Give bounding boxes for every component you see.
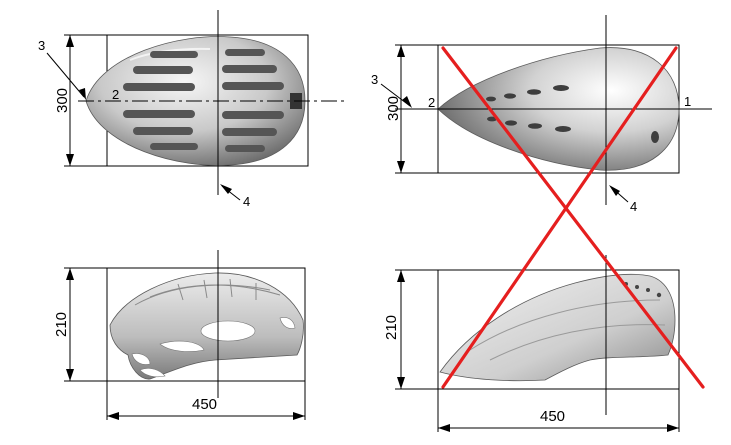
view-frame [106,267,306,382]
view-bottom-left: 210 450 [53,250,306,420]
dim-height-top-right: 300 [385,96,402,121]
vented-helmet-top-view [85,36,306,166]
callout-3-right: 3 [371,72,378,87]
aero-helmet-side-view [439,273,676,382]
red-cross-mark [441,46,705,389]
callout-2-left: 2 [112,87,119,102]
dim-height-bottom-right: 210 [383,315,400,340]
vented-helmet-side-view [109,272,304,380]
callout-4-right: 4 [630,199,637,214]
callout-2-right: 2 [428,95,435,110]
view-top-right: 300 3 2 1 4 [371,15,712,214]
view-bottom-right: 210 450 [383,255,680,432]
dim-height-top-left: 300 [54,88,71,113]
callout-1-right: 1 [684,94,691,109]
view-top-left: 300 3 2 4 [38,10,345,209]
callout-4-left: 4 [243,194,250,209]
dim-width-bottom-right: 450 [540,408,565,425]
callout-3-left: 3 [38,38,45,53]
dim-width-bottom-left: 450 [192,396,217,413]
view-frame [437,269,680,390]
dim-height-bottom-left: 210 [53,312,70,337]
